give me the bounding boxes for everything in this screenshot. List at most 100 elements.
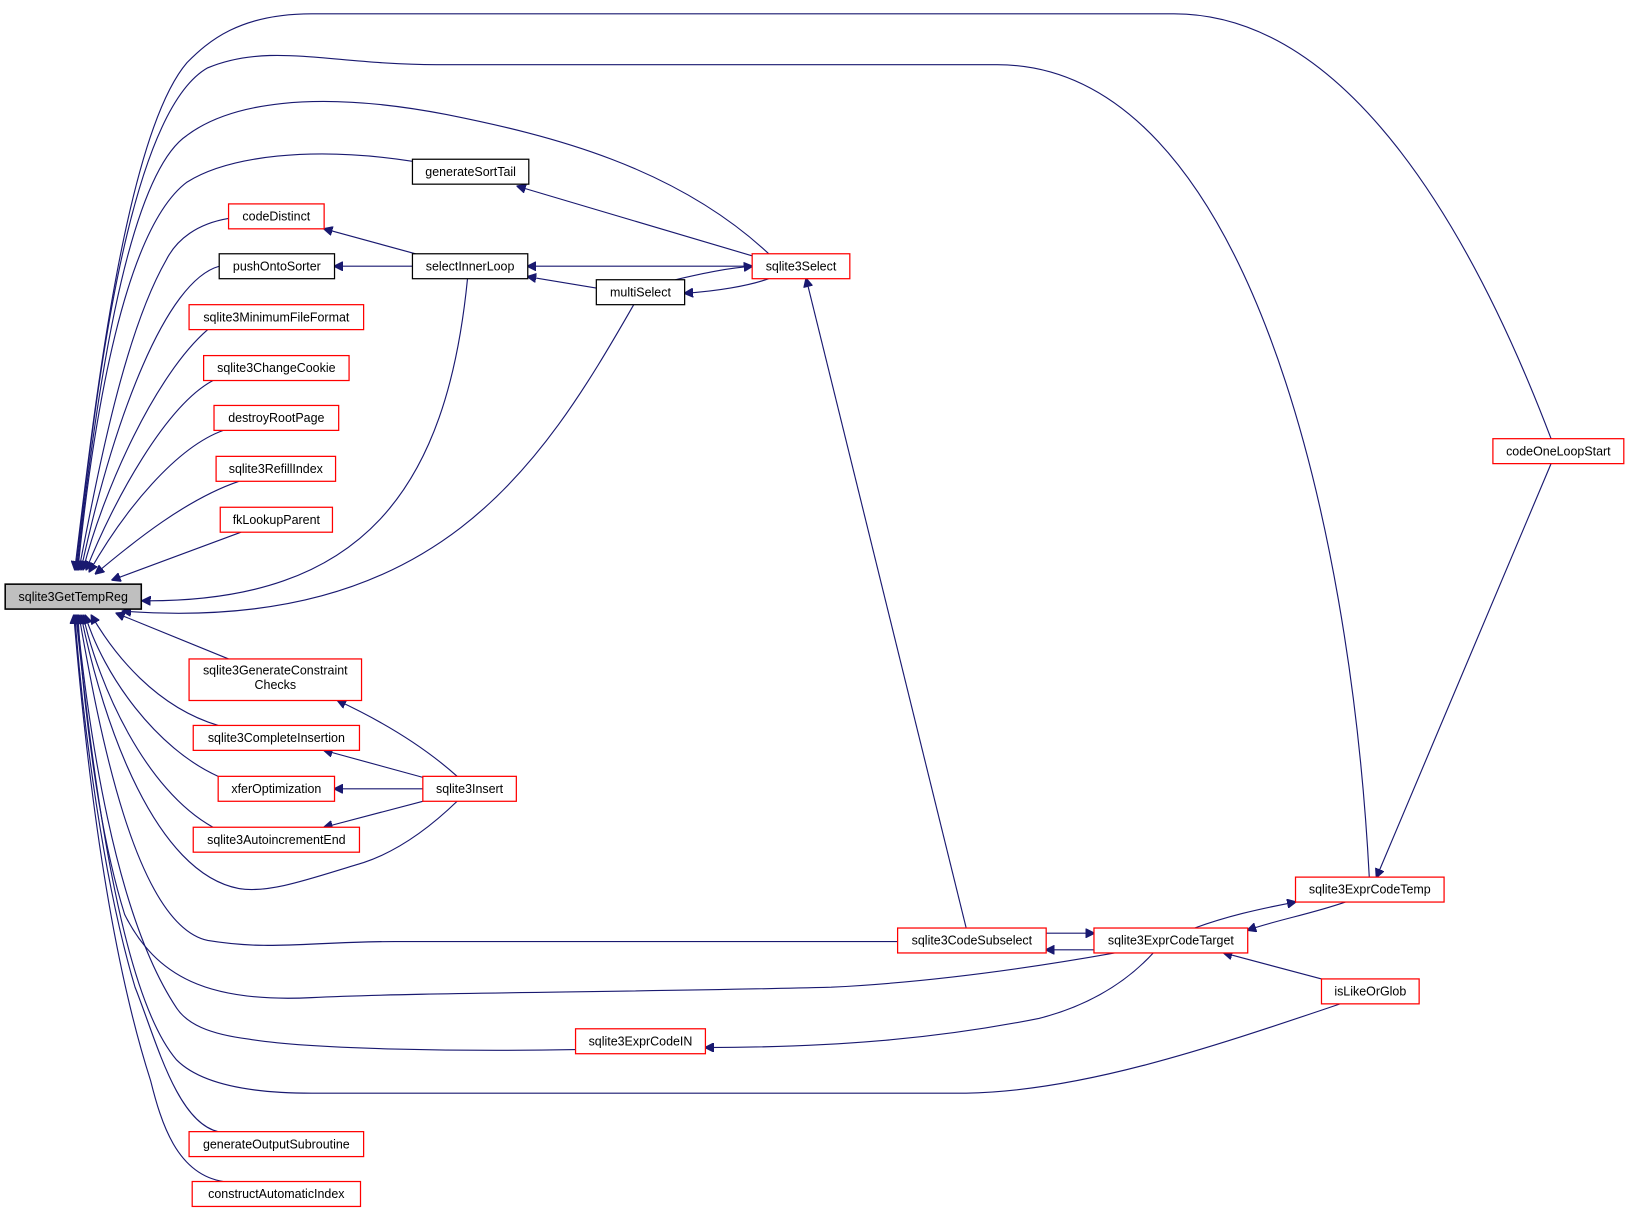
- node-codeDistinct[interactable]: codeDistinct: [227, 203, 325, 230]
- node-exprCodeTemp[interactable]: sqlite3ExprCodeTemp: [1294, 876, 1445, 903]
- node-isLikeOrGlob[interactable]: isLikeOrGlob: [1320, 978, 1420, 1005]
- node-exprCodeIN[interactable]: sqlite3ExprCodeIN: [574, 1028, 707, 1055]
- node-label: sqlite3ChangeCookie: [217, 361, 335, 375]
- node-sqlite3Select[interactable]: sqlite3Select: [751, 253, 851, 280]
- node-box[interactable]: [574, 1028, 707, 1055]
- node-box[interactable]: [192, 724, 361, 751]
- node-box[interactable]: [218, 253, 336, 280]
- node-completeInsertion[interactable]: sqlite3CompleteInsertion: [192, 724, 361, 751]
- call-edge-sqlite3Select-to-generateSortTail: [517, 186, 753, 257]
- node-fkLookupParent[interactable]: fkLookupParent: [219, 506, 334, 533]
- call-edge-destroyRootPage-to-root: [89, 429, 224, 571]
- call-edge-multiSelect-to-root: [123, 304, 635, 614]
- node-xferOptimization[interactable]: xferOptimization: [217, 775, 336, 802]
- node-changeCookie[interactable]: sqlite3ChangeCookie: [203, 354, 350, 382]
- node-codeSubselect[interactable]: sqlite3CodeSubselect: [896, 927, 1047, 954]
- node-label: codeOneLoopStart: [1506, 444, 1611, 458]
- node-box[interactable]: [1093, 927, 1249, 954]
- node-box[interactable]: [203, 354, 350, 382]
- node-exprCodeTarget[interactable]: sqlite3ExprCodeTarget: [1093, 927, 1249, 954]
- node-box[interactable]: [411, 158, 530, 185]
- node-selectInnerLoop[interactable]: selectInnerLoop: [411, 253, 529, 280]
- call-edge-multiSelect-to-selectInnerLoop: [528, 277, 597, 289]
- call-edge-exprCodeTemp-to-codeOneLoopStart: [1377, 463, 1552, 877]
- node-label: destroyRootPage: [228, 411, 324, 425]
- node-box[interactable]: [213, 404, 340, 432]
- node-label: generateOutputSubroutine: [203, 1137, 350, 1151]
- call-edge-pushOntoSorter-to-root: [81, 265, 220, 569]
- node-box[interactable]: [896, 927, 1047, 954]
- node-box[interactable]: [1320, 978, 1420, 1005]
- nodes-layer: sqlite3GetTempReg generateSortTail codeDis…: [4, 158, 1625, 1208]
- call-edge-sqlite3Select-to-multiSelect: [685, 278, 769, 294]
- node-box[interactable]: [215, 455, 337, 482]
- node-label: sqlite3MinimumFileFormat: [203, 310, 350, 324]
- node-box[interactable]: [188, 1131, 365, 1158]
- call-edge-constructAutoIndex-to-root: [74, 615, 224, 1183]
- node-box[interactable]: [751, 253, 851, 280]
- node-label: sqlite3AutoincrementEnd: [207, 833, 346, 847]
- call-edge-isLikeOrGlob-to-root: [76, 615, 1341, 1094]
- call-edge-exprCodeTarget-to-exprCodeTemp: [1194, 902, 1296, 929]
- node-refillIndex[interactable]: sqlite3RefillIndex: [215, 455, 337, 482]
- node-box[interactable]: [217, 775, 336, 802]
- node-label: sqlite3GetTempReg: [19, 590, 128, 604]
- node-box[interactable]: [4, 583, 143, 610]
- node-box[interactable]: [1294, 876, 1445, 903]
- node-pushOntoSorter[interactable]: pushOntoSorter: [218, 253, 336, 280]
- call-edge-generateSortTail-to-root: [78, 153, 413, 570]
- call-edge-sqlite3Insert-to-root: [81, 615, 458, 891]
- node-autoincEnd[interactable]: sqlite3AutoincrementEnd: [192, 826, 361, 853]
- node-label: sqlite3ExprCodeTemp: [1309, 883, 1431, 897]
- node-multiSelect[interactable]: multiSelect: [595, 279, 686, 306]
- node-label: sqlite3Insert: [436, 782, 504, 796]
- node-box[interactable]: [411, 253, 529, 280]
- node-box[interactable]: [422, 775, 517, 802]
- call-edge-changeCookie-to-root: [86, 380, 214, 570]
- call-edge-exprCodeTarget-to-exprCodeIN: [705, 952, 1154, 1048]
- node-destroyRootPage[interactable]: destroyRootPage: [213, 404, 340, 432]
- node-box[interactable]: [227, 203, 325, 230]
- node-root[interactable]: sqlite3GetTempReg: [4, 583, 143, 610]
- node-label: sqlite3CompleteInsertion: [208, 731, 345, 745]
- node-label: sqlite3CodeSubselect: [912, 934, 1033, 948]
- call-edge-multiSelect-to-sqlite3Select: [675, 266, 752, 281]
- node-box[interactable]: [595, 279, 686, 306]
- node-box[interactable]: [191, 1180, 362, 1208]
- node-minFileFormat[interactable]: sqlite3MinimumFileFormat: [188, 304, 365, 331]
- call-edge-codeSubselect-to-sqlite3Select: [806, 279, 967, 929]
- node-box[interactable]: [192, 826, 361, 853]
- call-edge-minFileFormat-to-root: [83, 329, 209, 570]
- call-edge-sqlite3Select-to-root: [77, 100, 770, 569]
- node-sqlite3Insert[interactable]: sqlite3Insert: [422, 775, 517, 802]
- call-edge-selectInnerLoop-to-root: [142, 278, 469, 601]
- call-edge-sqlite3Insert-to-autoincEnd: [324, 800, 423, 827]
- call-edge-codeDistinct-to-root: [79, 217, 229, 569]
- call-edge-autoincEnd-to-root: [83, 615, 214, 828]
- call-edge-refillIndex-to-root: [96, 480, 240, 573]
- node-codeOneLoopStart[interactable]: codeOneLoopStart: [1492, 438, 1625, 465]
- node-box[interactable]: [1492, 438, 1625, 465]
- node-genOutputSub[interactable]: generateOutputSubroutine: [188, 1131, 365, 1158]
- call-edge-completeInsertion-to-root: [91, 615, 219, 726]
- call-edge-xferOptimization-to-root: [85, 615, 219, 777]
- node-box[interactable]: [188, 658, 363, 702]
- node-label: multiSelect: [610, 285, 671, 299]
- node-generateSortTail[interactable]: generateSortTail: [411, 158, 530, 185]
- node-label: sqlite3RefillIndex: [229, 462, 324, 476]
- node-label: sqlite3Select: [766, 259, 837, 273]
- call-edge-exprCodeIN-to-root: [77, 615, 576, 1051]
- node-label: selectInnerLoop: [426, 259, 515, 273]
- call-edge-codeSubselect-to-root: [79, 615, 898, 946]
- node-box[interactable]: [188, 304, 365, 331]
- node-label: isLikeOrGlob: [1334, 985, 1406, 999]
- node-box[interactable]: [219, 506, 334, 533]
- call-edge-sqlite3Insert-to-completeInsertion: [324, 750, 423, 778]
- node-label: Checks: [255, 678, 297, 692]
- node-label: codeDistinct: [242, 210, 310, 224]
- node-label: xferOptimization: [231, 782, 321, 796]
- node-constructAutoIndex[interactable]: constructAutomaticIndex: [191, 1180, 362, 1208]
